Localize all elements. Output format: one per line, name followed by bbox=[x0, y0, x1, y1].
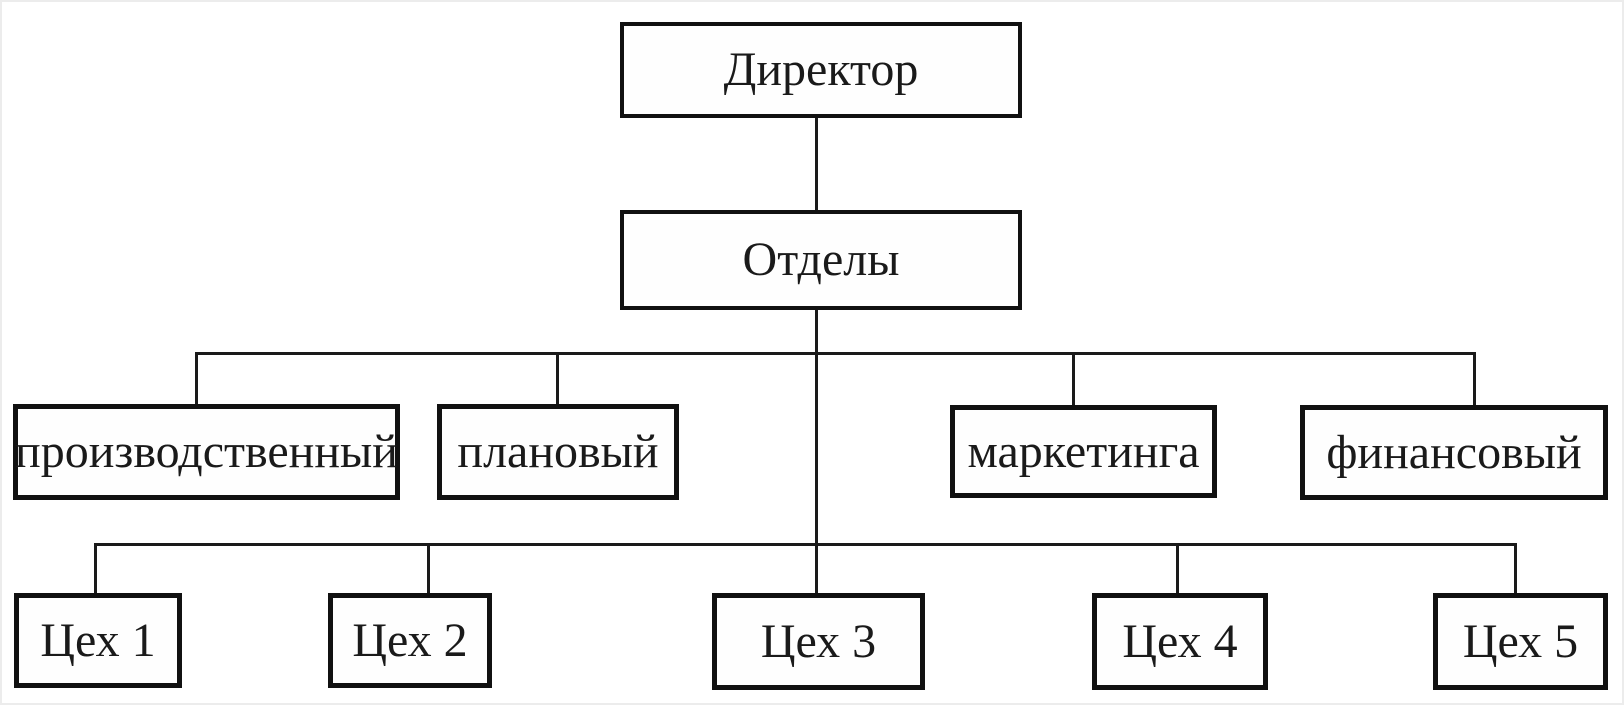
connector-drop-tseh-2 bbox=[427, 543, 430, 593]
node-department-label: производственный bbox=[15, 425, 398, 478]
node-director-label: Директор bbox=[723, 43, 919, 96]
node-department-finansovyy: финансовый bbox=[1300, 405, 1608, 500]
node-department-planovyy: плановый bbox=[437, 404, 679, 500]
connector-drop-tseh-4 bbox=[1176, 543, 1179, 593]
connector-rail-departments bbox=[195, 352, 1476, 355]
connector-drop-planovyy bbox=[556, 352, 559, 404]
connector-drop-tseh-5 bbox=[1514, 543, 1517, 593]
node-department-label: плановый bbox=[457, 425, 659, 478]
connector-director-to-otdely bbox=[815, 118, 818, 210]
node-workshop-5: Цех 5 bbox=[1433, 593, 1608, 690]
node-department-label: маркетинга bbox=[967, 424, 1200, 478]
node-workshop-label: Цех 3 bbox=[760, 614, 877, 668]
node-workshop-1: Цех 1 bbox=[14, 593, 182, 688]
node-workshop-label: Цех 2 bbox=[352, 613, 468, 667]
connector-central-trunk bbox=[815, 310, 818, 593]
node-workshop-4: Цех 4 bbox=[1092, 593, 1268, 690]
connector-drop-marketinga bbox=[1072, 352, 1075, 405]
node-otdely-label: Отделы bbox=[742, 233, 900, 286]
connector-drop-finansovyy bbox=[1473, 352, 1476, 405]
node-workshop-3: Цех 3 bbox=[712, 593, 925, 690]
connector-drop-tseh-1 bbox=[94, 543, 97, 593]
connector-drop-proizvodstvennyy bbox=[195, 352, 198, 404]
node-department-proizvodstvennyy: производственный bbox=[13, 404, 400, 500]
node-workshop-label: Цех 4 bbox=[1122, 614, 1238, 668]
node-director: Директор bbox=[620, 22, 1022, 118]
node-department-marketinga: маркетинга bbox=[950, 405, 1217, 498]
node-workshop-label: Цех 5 bbox=[1462, 614, 1579, 668]
node-workshop-2: Цех 2 bbox=[328, 593, 492, 688]
connector-rail-workshops bbox=[94, 543, 1517, 546]
node-department-label: финансовый bbox=[1326, 425, 1582, 479]
node-workshop-label: Цех 1 bbox=[40, 613, 156, 667]
node-otdely: Отделы bbox=[620, 210, 1022, 310]
